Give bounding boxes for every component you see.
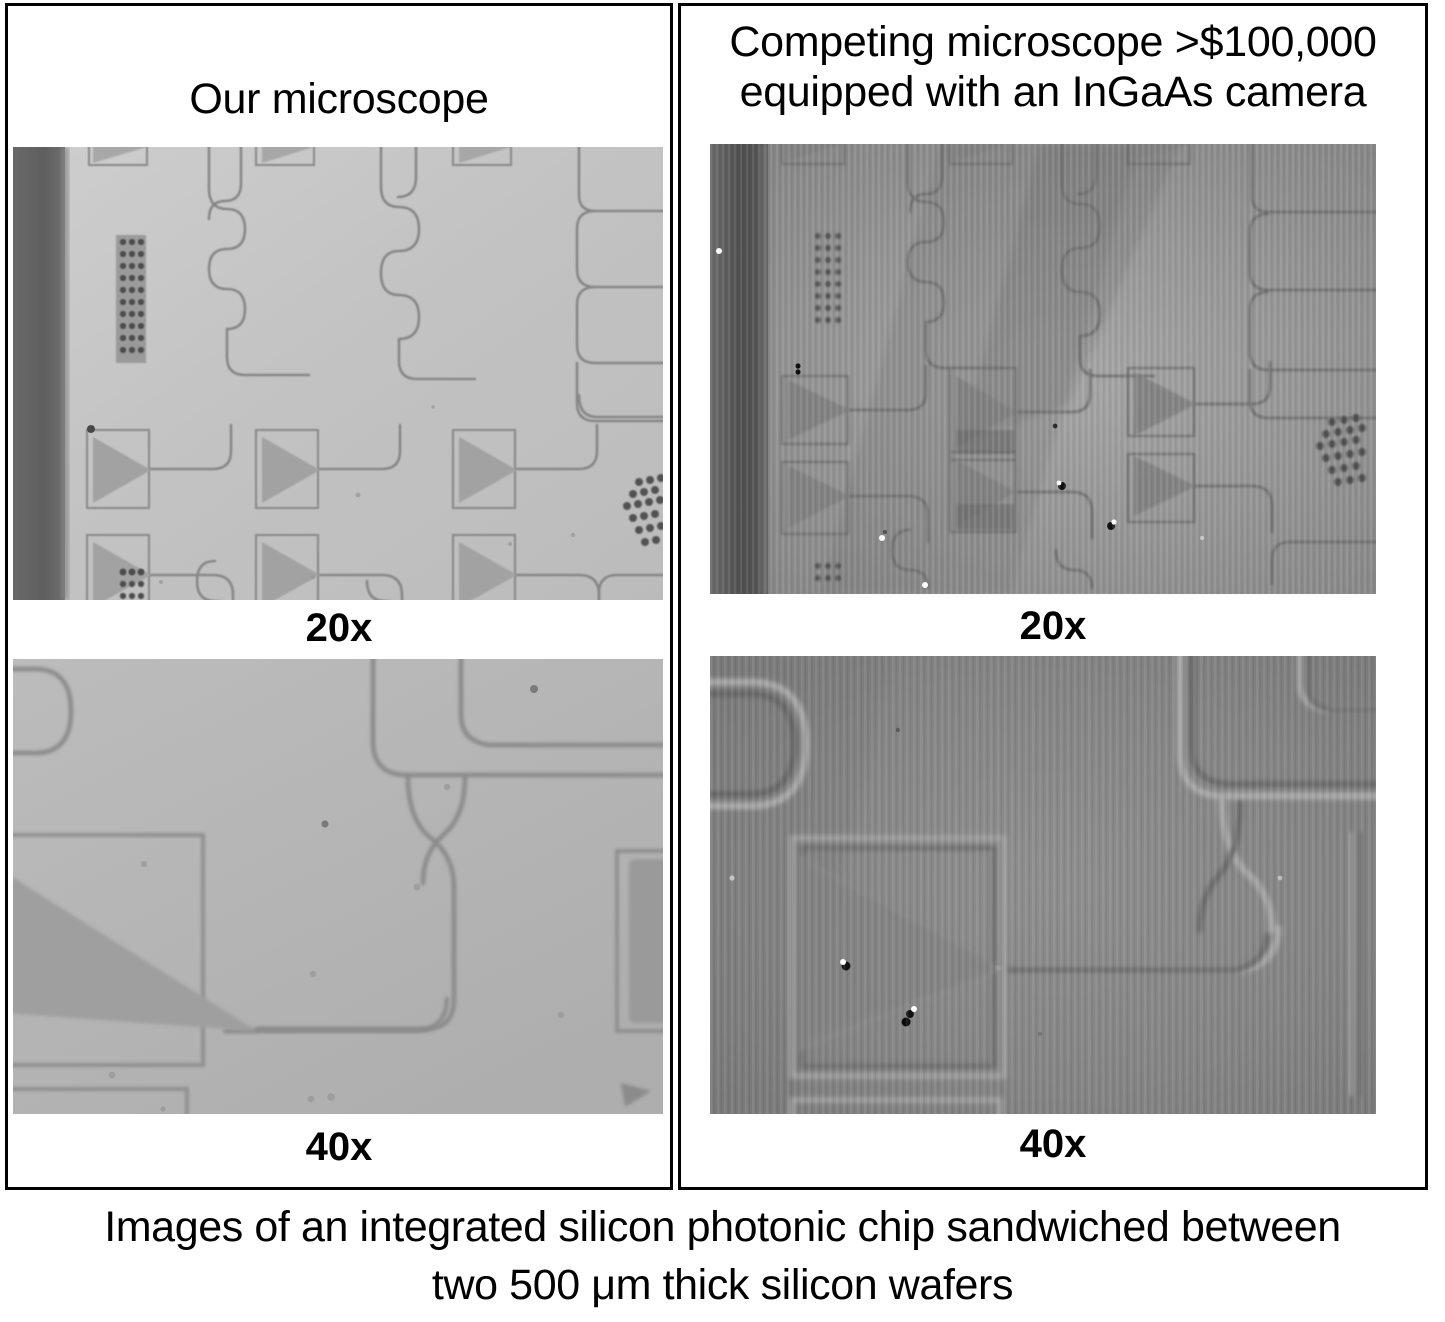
- micrograph-our-40x: [13, 659, 663, 1114]
- panel-our-microscope: Our microscope: [5, 3, 673, 1190]
- micrograph-competing-40x: [710, 656, 1376, 1114]
- figure-caption-line-2: two 500 μm thick silicon wafers: [431, 1261, 1014, 1309]
- figure-caption-line-1: Images of an integrated silicon photonic…: [104, 1203, 1341, 1251]
- magnification-label-competing-20x: 20x: [1019, 604, 1087, 648]
- magnification-label-our-40x: 40x: [305, 1125, 373, 1169]
- panel-title-our-microscope: Our microscope: [189, 75, 489, 123]
- panel-title-line-1: Competing microscope >$100,000: [729, 18, 1377, 66]
- figure-caption: Images of an integrated silicon photonic…: [0, 1198, 1445, 1314]
- panel-competing-microscope: Competing microscope >$100,000 equipped …: [678, 3, 1428, 1190]
- micrograph-our-20x: [13, 147, 663, 600]
- panel-title-line-2: equipped with an InGaAs camera: [739, 68, 1367, 116]
- micrograph-competing-20x: [710, 144, 1376, 594]
- magnification-label-our-20x: 20x: [305, 606, 373, 650]
- panel-title-competing-microscope: Competing microscope >$100,000 equipped …: [681, 17, 1425, 117]
- magnification-label-competing-40x: 40x: [1019, 1122, 1087, 1166]
